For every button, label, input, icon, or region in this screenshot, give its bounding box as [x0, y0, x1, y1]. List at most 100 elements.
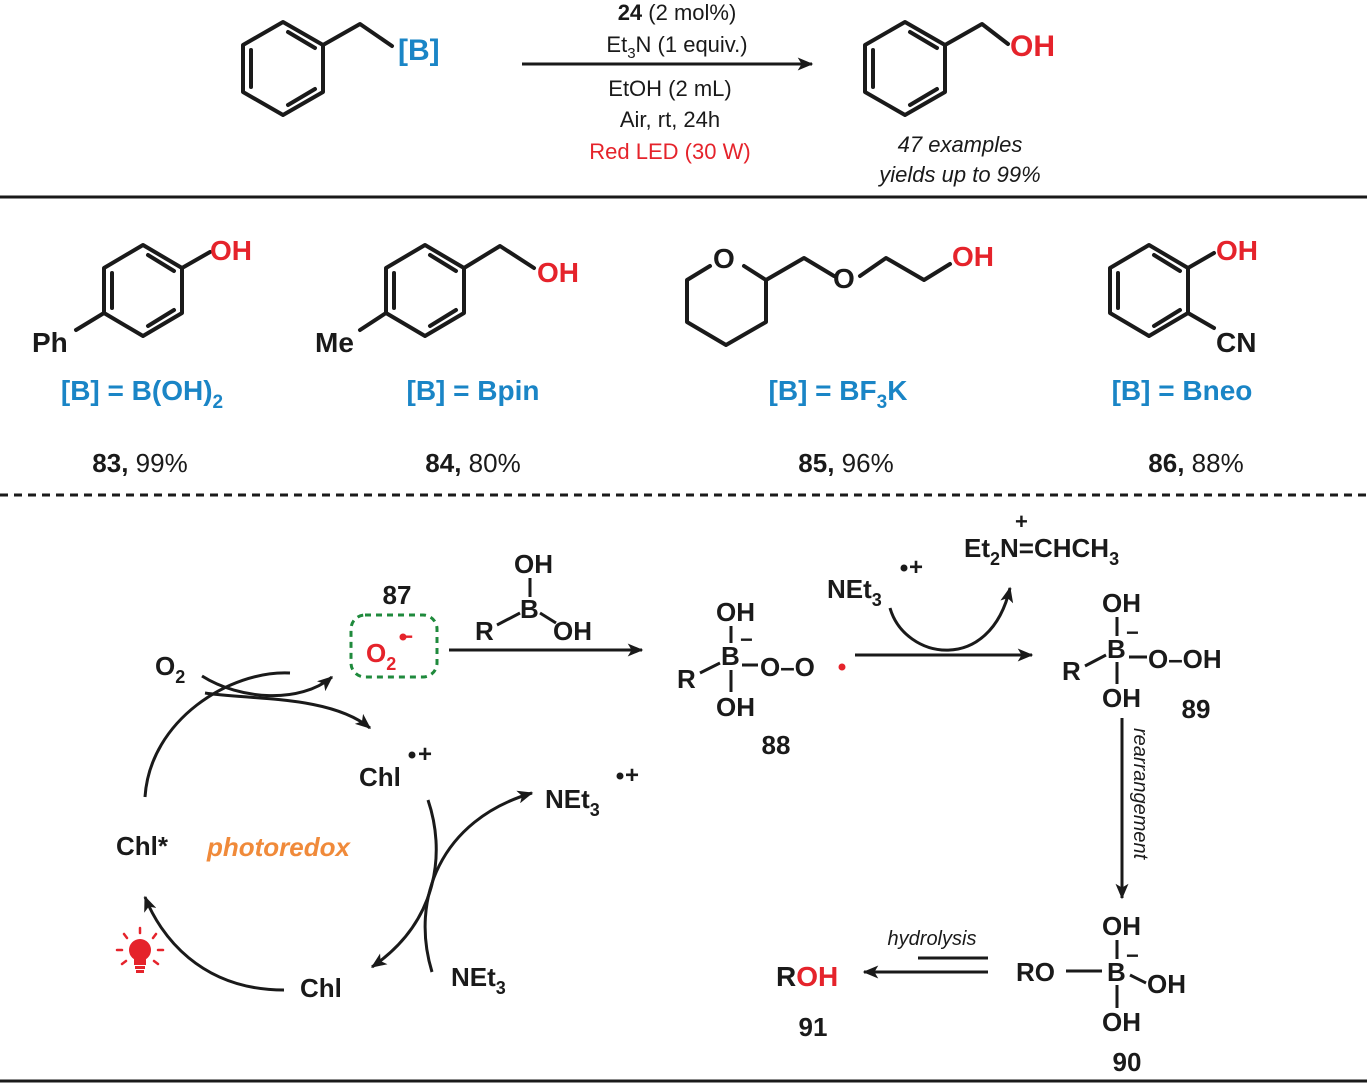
methyl-label: Me — [315, 327, 354, 358]
boronic-oh: OH — [553, 616, 592, 646]
c89-boron: B — [1107, 634, 1126, 664]
oxygen-label: O2 — [155, 651, 185, 687]
arrow-chl-to-chl-star — [143, 895, 285, 992]
light-bulb-icon — [115, 926, 165, 973]
cation-charge: + — [909, 554, 923, 581]
example-85: O O OH [B] = BF3K 85, 96% — [685, 241, 994, 478]
c89-r: R — [1062, 656, 1081, 686]
triethylamine-label: NEt3 — [451, 962, 506, 998]
chl-label: Chl — [300, 973, 342, 1003]
superoxide-label: O2− — [366, 624, 413, 674]
hydrolysis-step: hydrolysis — [862, 928, 988, 979]
borate-charge: − — [740, 627, 753, 652]
boronic-r: R — [475, 616, 494, 646]
hydrolysis-label: hydrolysis — [888, 928, 977, 950]
c88-oh-bottom: OH — [716, 692, 755, 722]
cation-charge: + — [418, 741, 432, 768]
triethylamine-radical-cation: NEt3 — [545, 784, 600, 820]
chl-cation-label: Chl — [359, 762, 401, 792]
solvent-condition: EtOH (2 mL) — [608, 76, 731, 101]
phenyl-label: Ph — [32, 327, 68, 358]
oxidant-label: NEt3 — [827, 574, 882, 610]
boron-group-label: [B] — [398, 34, 440, 67]
cation-charge: + — [625, 762, 639, 789]
compound-88: OH B − R O–O OH 88 — [677, 597, 846, 760]
boron-type-label: [B] = Bneo — [1112, 375, 1253, 406]
compound-89: OH B − R O–OH OH 89 — [1062, 588, 1222, 724]
c88-peroxy: O–O — [760, 652, 815, 682]
yield-label: 86, 88% — [1148, 448, 1243, 478]
compound-90: OH B − RO OH OH 90 — [1016, 911, 1186, 1077]
compound-89-number: 89 — [1182, 694, 1211, 724]
superoxide-highlight-box — [349, 613, 439, 679]
yield-label: 84, 80% — [425, 448, 520, 478]
atmosphere-condition: Air, rt, 24h — [620, 107, 720, 132]
rearrangement-step: rearrangement — [1115, 718, 1151, 900]
example-84: OH Me [B] = Bpin 84, 80% — [315, 243, 579, 478]
example-86: OH CN [B] = Bneo 86, 88% — [1108, 235, 1258, 478]
chl-excited-label: Chl* — [116, 831, 169, 861]
examples-count: 47 examples — [898, 132, 1023, 157]
c90-alkoxy: RO — [1016, 957, 1055, 987]
c89-hydroperoxy: O–OH — [1148, 644, 1222, 674]
boronic-oh-top: OH — [514, 549, 553, 579]
hydroxyl-label: OH — [952, 241, 994, 272]
borate-charge: − — [1126, 620, 1139, 645]
arrow-to-chl-cation — [204, 691, 372, 730]
borate-charge: − — [1126, 943, 1139, 968]
c88-oh-top: OH — [716, 597, 755, 627]
c90-oh-right: OH — [1147, 969, 1186, 999]
c90-boron: B — [1107, 957, 1126, 987]
radical-dot — [900, 564, 908, 572]
c89-oh-top: OH — [1102, 588, 1141, 618]
reaction-conditions: 24 (2 mol%) Et3N (1 equiv.) EtOH (2 mL) … — [522, 0, 814, 164]
iminium-label: Et2N=CHCH3 — [964, 533, 1119, 569]
hydroxyl-label: OH — [1216, 235, 1258, 266]
hydroxyl-label: OH — [537, 257, 579, 288]
boron-type-label: [B] = BF3K — [769, 375, 908, 413]
photoredox-label: photoredox — [206, 832, 352, 862]
arrow-to-iminium — [888, 586, 1014, 652]
compound-90-number: 90 — [1113, 1047, 1142, 1077]
catalyst-loading: 24 (2 mol%) — [618, 0, 737, 25]
compound-91-number: 91 — [799, 1012, 828, 1042]
c91-label: ROH — [776, 961, 838, 992]
hat-step: NEt3 + Et2N=CHCH3 + — [827, 509, 1119, 662]
iminium-charge: + — [1015, 509, 1028, 534]
product-hydroxyl: OH — [1010, 30, 1055, 63]
c88-r: R — [677, 664, 696, 694]
boron-type-label: [B] = Bpin — [407, 375, 540, 406]
yield-label: 85, 96% — [798, 448, 893, 478]
base-condition: Et3N (1 equiv.) — [606, 32, 747, 62]
product: OH 47 examples yields up to 99% — [863, 20, 1055, 187]
radical-dot — [616, 772, 624, 780]
boron-type-label: [B] = B(OH)2 — [61, 375, 223, 413]
compound-91: ROH 91 — [776, 961, 838, 1042]
light-condition: Red LED (30 W) — [589, 139, 750, 164]
arc-chl-star-to-top — [143, 671, 291, 798]
arrow-o2-to-superoxide — [201, 674, 333, 698]
yield-range: yields up to 99% — [877, 162, 1040, 187]
rearrangement-label: rearrangement — [1129, 728, 1151, 861]
photoredox-cycle: O2 87 O2− Chl + Chl* photoredox Chl NEt3… — [115, 580, 639, 1003]
hydroxyl-label: OH — [210, 235, 252, 266]
c88-boron: B — [721, 641, 740, 671]
c89-oh-bottom: OH — [1102, 683, 1141, 713]
ring-oxygen-label: O — [713, 243, 735, 274]
ether-oxygen-label: O — [833, 263, 855, 294]
starting-material: [B] — [241, 20, 440, 117]
c90-oh-bottom: OH — [1102, 1007, 1141, 1037]
boronic-acid-reagent: OH B R OH — [449, 549, 644, 657]
compound-87-number: 87 — [383, 580, 412, 610]
radical-dot — [408, 751, 416, 759]
boronic-boron: B — [520, 594, 539, 624]
arrow-net3-to-radical — [423, 790, 534, 973]
c90-oh-top: OH — [1102, 911, 1141, 941]
compound-88-number: 88 — [762, 730, 791, 760]
radical-dot — [838, 663, 846, 671]
radical-dot — [399, 633, 407, 641]
nitrile-label: CN — [1216, 327, 1256, 358]
example-83: OH Ph [B] = B(OH)2 83, 99% — [32, 235, 252, 478]
yield-label: 83, 99% — [92, 448, 187, 478]
